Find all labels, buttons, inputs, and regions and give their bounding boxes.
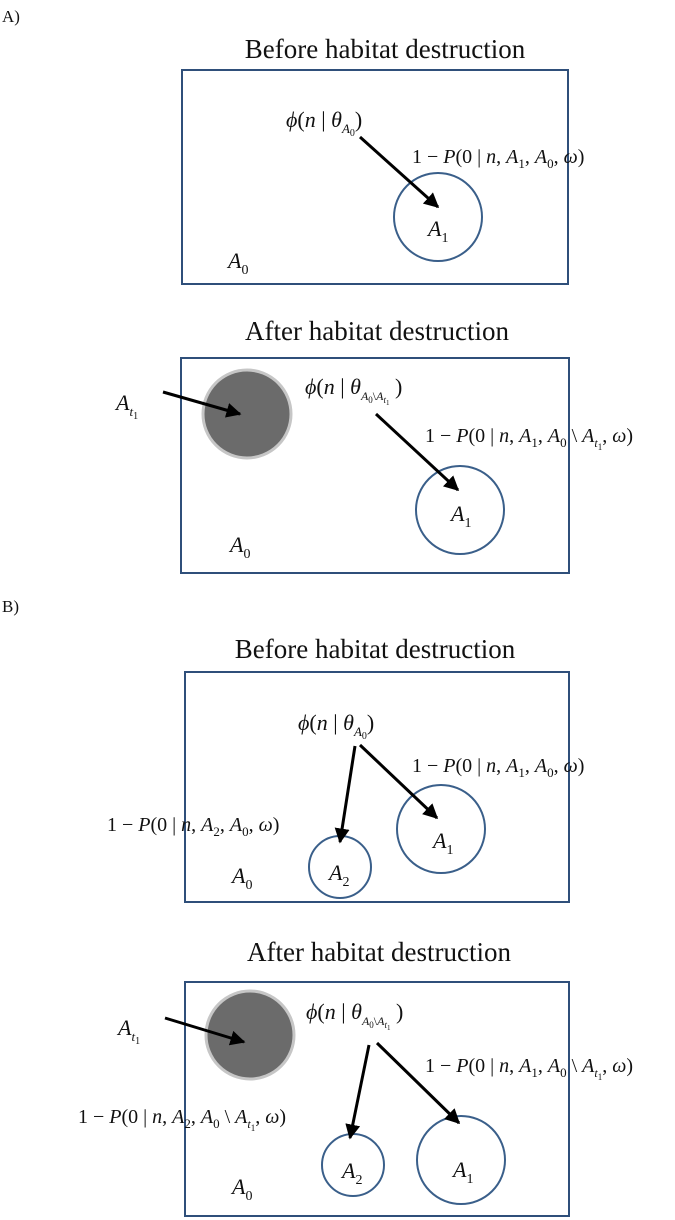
a-before-patch-a1 bbox=[393, 172, 483, 262]
b-after-arrow-destroyed bbox=[164, 1016, 246, 1046]
a-after-arrow-destroyed bbox=[162, 390, 242, 418]
b-after-arrow-a2 bbox=[345, 1044, 371, 1140]
b-after-patch-a1 bbox=[416, 1115, 506, 1205]
a-before-title: Before habitat destruction bbox=[245, 34, 526, 64]
a-after-destroyed-area bbox=[201, 368, 293, 460]
b-before-patch2-label: A2 bbox=[327, 860, 349, 890]
b-before-title: Before habitat destruction bbox=[235, 634, 516, 664]
b-after-title: After habitat destruction bbox=[247, 937, 511, 967]
a-after-habitat-box bbox=[180, 357, 570, 574]
b-before-arrow-a1 bbox=[358, 743, 439, 820]
b-after-patch2-label: A2 bbox=[340, 1158, 362, 1188]
a-before-matrix-label: A0 bbox=[226, 248, 248, 278]
a-after-patch1-label: A1 bbox=[449, 501, 471, 531]
a-after-phi: ϕ(n | θA0\At1 ) bbox=[305, 374, 402, 407]
b-before-patch1-label: A1 bbox=[431, 828, 453, 858]
b-before-phi: ϕ(n | θA0) bbox=[298, 710, 374, 742]
a-after-destroyed-label: At1 bbox=[114, 390, 138, 422]
a-after-title: After habitat destruction bbox=[245, 316, 509, 346]
b-after-habitat-box bbox=[184, 981, 570, 1217]
a-before-arrow-a1 bbox=[358, 135, 440, 209]
panel-label-b: B) bbox=[2, 597, 19, 616]
a-before-phi: ϕ(n | θA0) bbox=[286, 107, 362, 139]
a-before-prob1: 1 − P(0 | n, A1, A0, ω) bbox=[412, 146, 584, 171]
b-after-prob2: 1 − P(0 | n, A2, A0 \ At1, ω) bbox=[78, 1106, 286, 1133]
a-after-matrix-label: A0 bbox=[228, 532, 250, 562]
b-before-prob1: 1 − P(0 | n, A1, A0, ω) bbox=[412, 755, 584, 780]
a-before-habitat-box bbox=[181, 69, 569, 285]
b-after-patch1-label: A1 bbox=[451, 1157, 473, 1187]
b-before-habitat-box bbox=[184, 671, 570, 903]
a-before-patch1-label: A1 bbox=[426, 216, 448, 246]
b-after-prob1: 1 − P(0 | n, A1, A0 \ At1, ω) bbox=[425, 1055, 633, 1082]
b-after-destroyed-area bbox=[204, 989, 296, 1081]
b-before-prob2: 1 − P(0 | n, A2, A0, ω) bbox=[107, 814, 279, 839]
a-after-arrow-a1 bbox=[374, 412, 460, 492]
a-after-patch-a1 bbox=[415, 465, 505, 555]
b-after-matrix-label: A0 bbox=[230, 1174, 252, 1204]
b-after-destroyed-label: At1 bbox=[116, 1015, 140, 1047]
b-before-patch-a1 bbox=[396, 784, 486, 874]
b-before-arrow-a2 bbox=[334, 745, 357, 844]
a-after-prob1: 1 − P(0 | n, A1, A0 \ At1, ω) bbox=[425, 425, 633, 452]
b-after-phi: ϕ(n | θA0\At1 ) bbox=[306, 999, 403, 1032]
b-after-arrow-a1 bbox=[375, 1041, 461, 1125]
b-before-matrix-label: A0 bbox=[230, 863, 252, 893]
panel-label-a: A) bbox=[2, 7, 20, 26]
